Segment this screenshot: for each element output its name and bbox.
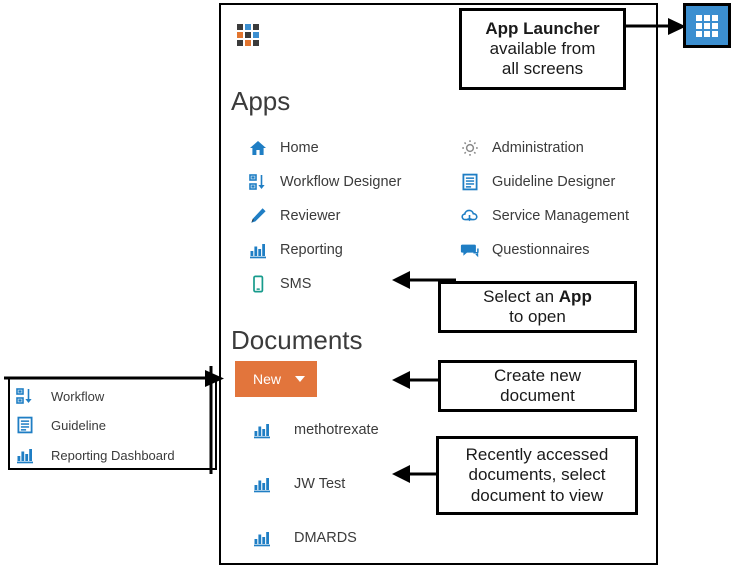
dropdown-label: Guideline [51, 417, 106, 433]
app-item-reviewer[interactable]: Reviewer [248, 206, 340, 226]
callout-select-app: Select an App to open [438, 281, 637, 333]
document-label: methotrexate [294, 422, 379, 438]
document-label: JW Test [294, 476, 346, 492]
workflow-icon [248, 172, 268, 192]
app-item-workflow-designer[interactable]: Workflow Designer [248, 172, 401, 192]
app-item-administration[interactable]: Administration [460, 138, 584, 158]
grid-menu-icon [696, 14, 718, 37]
bar-chart-icon [252, 474, 272, 494]
callout-line: available from [489, 38, 596, 58]
connector-arrow-callout-to-launcher [620, 14, 690, 44]
callout-recent-documents: Recently accessed documents, select docu… [436, 436, 638, 515]
connector-line-dropdown-riser [206, 366, 216, 476]
app-item-sms[interactable]: SMS [248, 274, 311, 294]
document-icon [460, 172, 480, 192]
pencil-icon [248, 206, 268, 226]
callout-line-bold: App Launcher [485, 18, 600, 38]
app-label: Questionnaires [492, 242, 590, 258]
app-label: Service Management [492, 208, 630, 224]
mobile-phone-icon [248, 274, 268, 294]
app-item-questionnaires[interactable]: Questionnaires [460, 240, 590, 260]
app-label: Administration [492, 140, 584, 156]
document-item-dmards[interactable]: DMARDS [252, 528, 357, 548]
callout-line: documents, select [468, 465, 606, 485]
document-item-jw-test[interactable]: JW Test [252, 474, 345, 494]
callout-line: Recently accessed [465, 445, 609, 465]
callout-app-launcher: App Launcher available from all screens [459, 8, 626, 90]
callout-line: all screens [501, 59, 584, 79]
new-document-button[interactable]: New [235, 361, 317, 397]
dropdown-item-reporting-dashboard[interactable]: Reporting Dashboard [15, 445, 175, 465]
app-launcher-button[interactable] [683, 3, 731, 48]
dropdown-item-workflow[interactable]: Workflow [15, 386, 104, 406]
callout-line: to open [509, 307, 566, 326]
apps-heading: Apps [231, 86, 291, 116]
bar-chart-icon [252, 528, 272, 548]
app-item-guideline-designer[interactable]: Guideline Designer [460, 172, 615, 192]
callout-line: document [500, 386, 575, 405]
document-label: DMARDS [294, 530, 357, 546]
documents-heading: Documents [231, 325, 363, 355]
bar-chart-icon [15, 445, 35, 465]
app-item-service-management[interactable]: Service Management [460, 206, 629, 226]
app-item-reporting[interactable]: Reporting [248, 240, 343, 260]
app-label: Reviewer [280, 208, 341, 224]
callout-line: Select an [483, 286, 559, 306]
callout-line-bold: App [558, 286, 592, 306]
app-label: Home [280, 140, 319, 156]
callout-create-new-document: Create new document [438, 360, 637, 412]
bar-chart-icon [252, 420, 272, 440]
dropdown-label: Workflow [51, 388, 105, 404]
dropdown-item-guideline[interactable]: Guideline [15, 415, 106, 435]
cloud-download-icon [460, 206, 480, 226]
speech-bubbles-icon [460, 240, 480, 260]
dropdown-label: Reporting Dashboard [51, 447, 175, 463]
app-label: Workflow Designer [280, 174, 402, 190]
app-label: SMS [280, 276, 312, 292]
new-document-dropdown-menu [8, 377, 217, 470]
document-icon [15, 415, 35, 435]
app-item-home[interactable]: Home [248, 138, 319, 158]
bar-chart-icon [248, 240, 268, 260]
connector-arrow-callout-to-new-button [390, 368, 460, 398]
app-label: Reporting [280, 242, 343, 258]
home-icon [248, 138, 268, 158]
callout-line: document to view [470, 485, 604, 505]
workflow-icon [15, 386, 35, 406]
document-item-methotrexate[interactable]: methotrexate [252, 420, 379, 440]
chevron-down-icon[interactable] [295, 376, 306, 382]
new-button-label: New [253, 371, 282, 387]
callout-line: Create new [494, 365, 581, 385]
app-label: Guideline Designer [492, 174, 616, 190]
grid-menu-icon[interactable] [237, 24, 259, 46]
gear-icon [460, 138, 480, 158]
